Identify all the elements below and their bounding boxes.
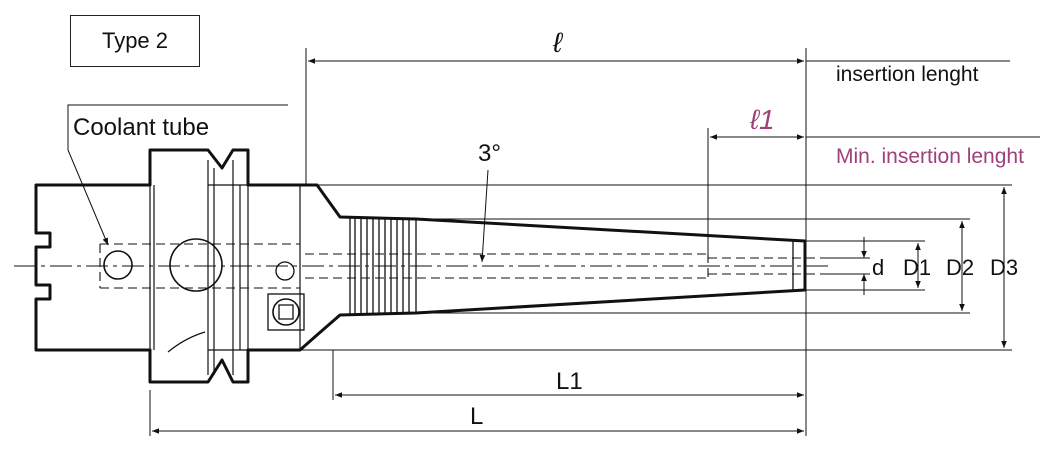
- coolant-leader: [67, 104, 288, 246]
- dim-D2-label: D2: [946, 255, 975, 280]
- set-screw: [267, 293, 305, 331]
- drive-hole: [169, 238, 223, 292]
- dim-l1-label: ℓ1: [750, 104, 775, 135]
- min-insertion-label: Min. insertion lenght: [836, 145, 1024, 168]
- angle-arrow: [479, 169, 489, 263]
- flange-details: [149, 160, 301, 375]
- insertion-label: insertion lenght: [836, 63, 979, 86]
- dim-D3-label: D3: [990, 255, 1019, 280]
- small-hole: [275, 261, 295, 281]
- type-label: Type 2: [101, 28, 169, 53]
- dim-d-label: d: [872, 255, 885, 280]
- dim-l-label: ℓ: [553, 27, 563, 58]
- angle-label: 3°: [478, 140, 501, 167]
- dim-D1-label: D1: [903, 255, 932, 280]
- coolant-label: Coolant tube: [73, 114, 210, 141]
- dim-L1-label: L1: [556, 368, 583, 395]
- extension-lines: [149, 48, 1040, 436]
- coolant-hole: [103, 250, 133, 280]
- type-label-box: Type 2: [70, 15, 200, 67]
- dim-L-label: L: [470, 403, 484, 430]
- grip-ribs: [349, 217, 417, 315]
- dimension-lines: [152, 58, 1007, 434]
